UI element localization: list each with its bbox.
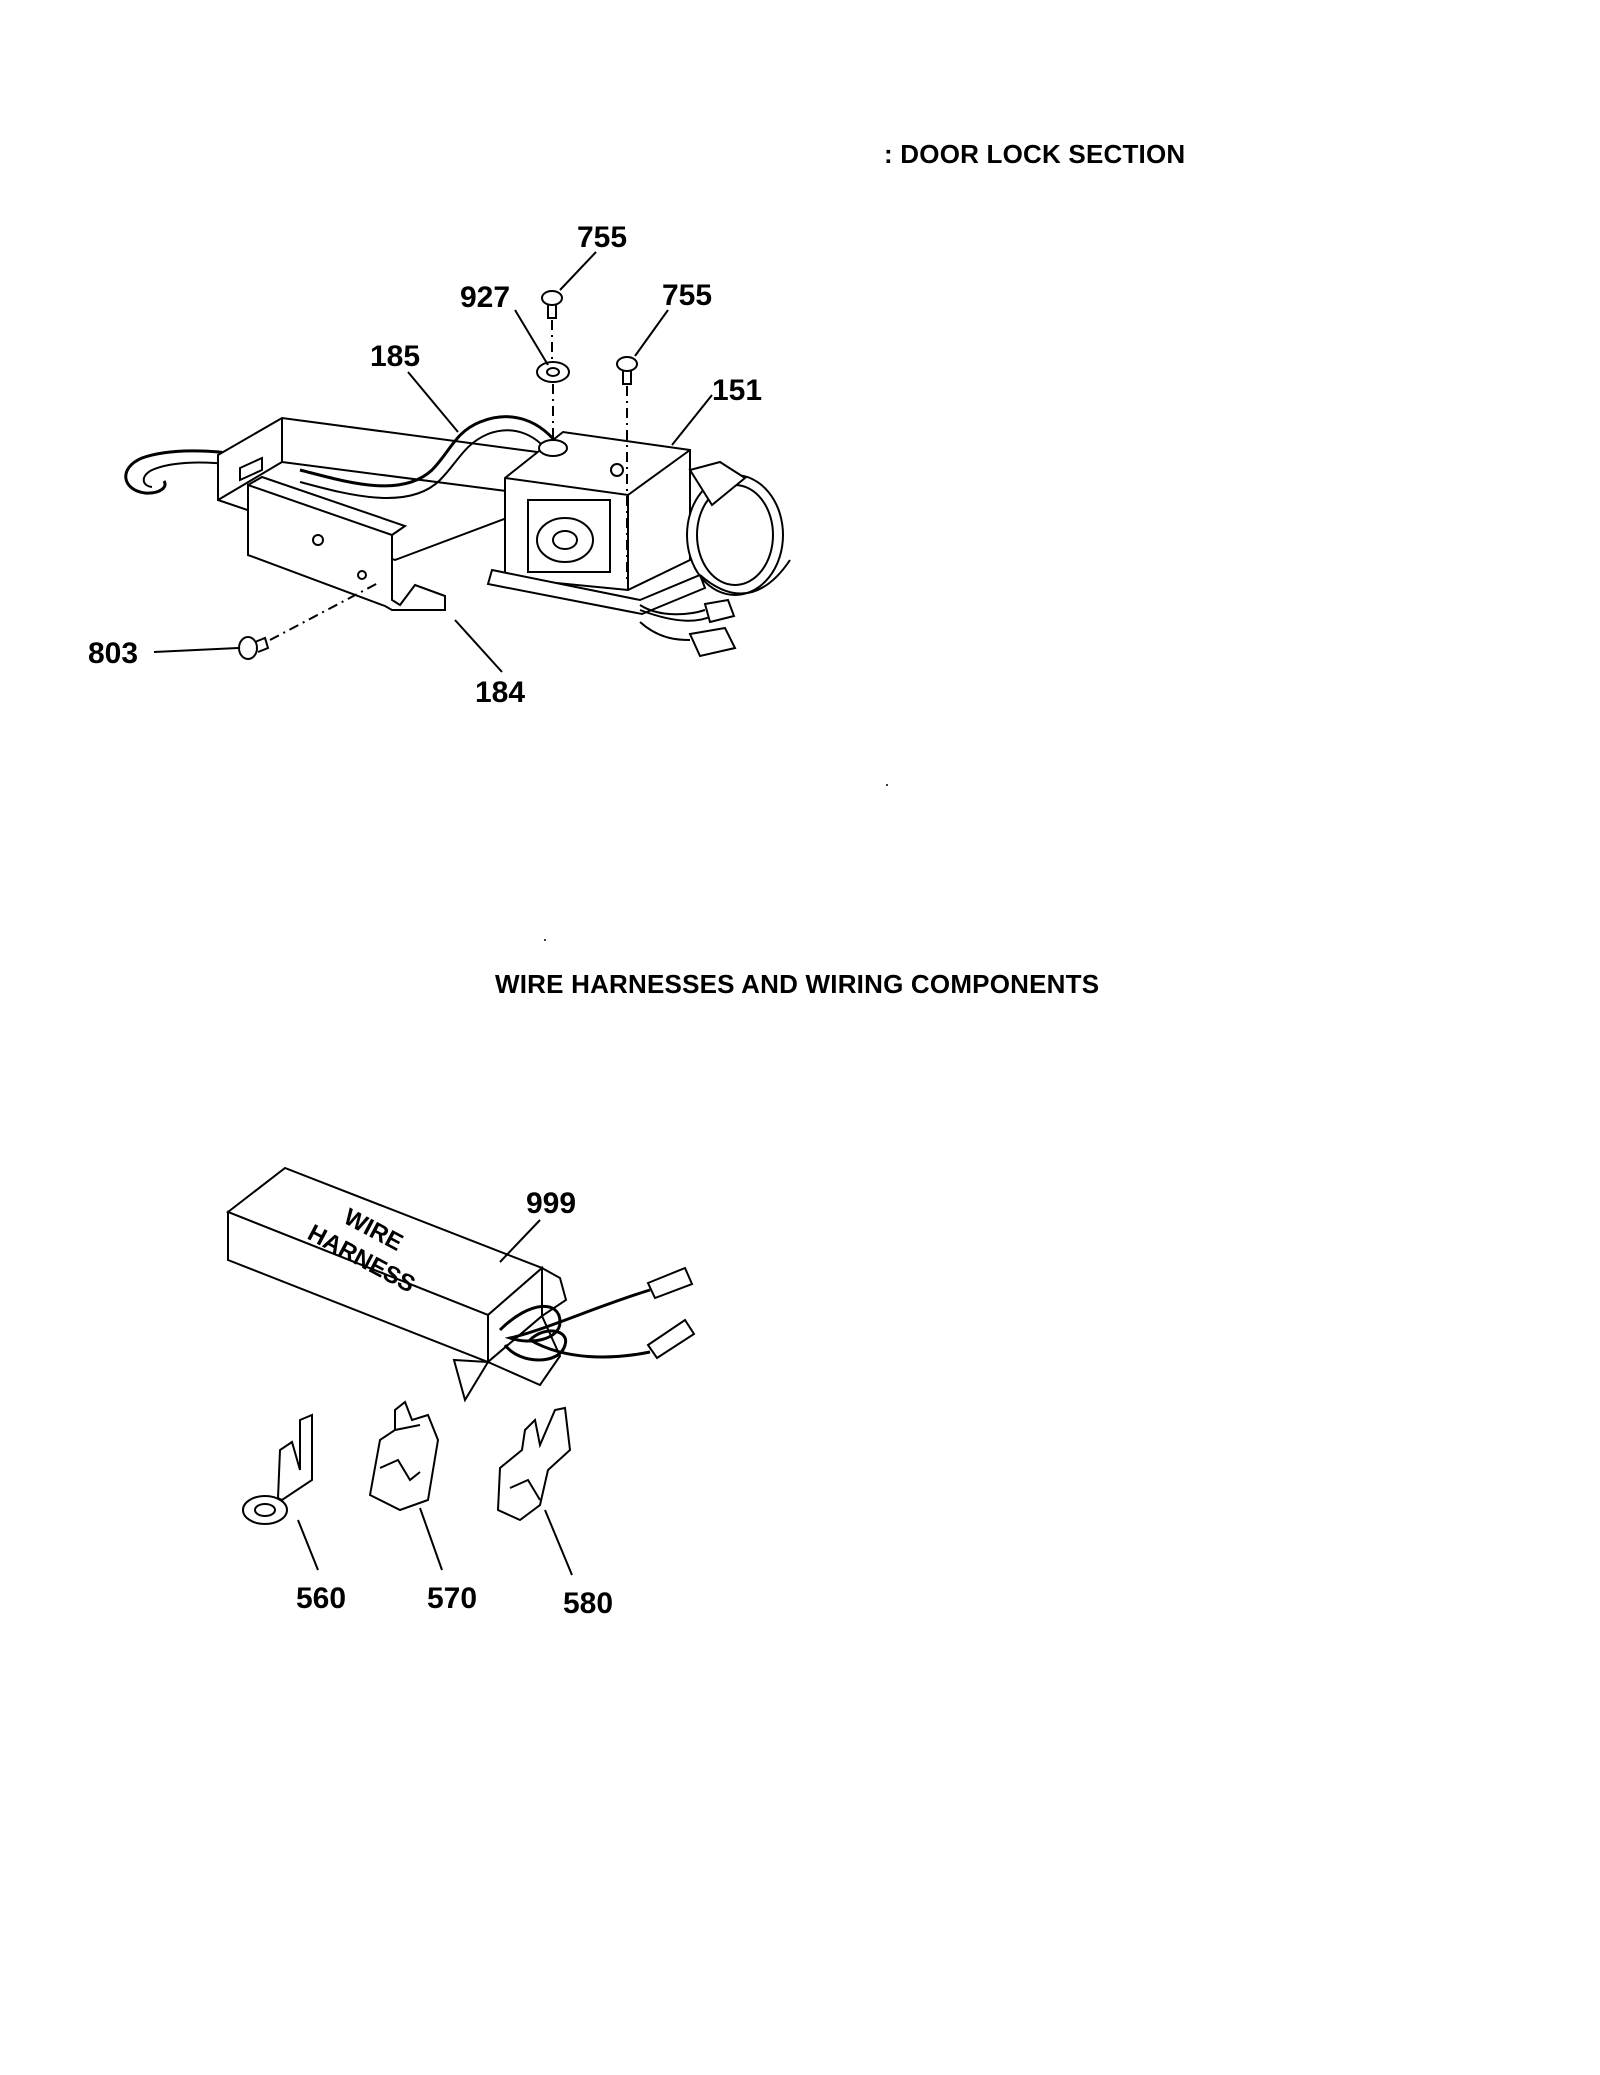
part-number-580: 580 (563, 1587, 613, 1620)
part-number-185: 185 (370, 340, 420, 373)
screw-755-right (616, 356, 638, 580)
part-number-999: 999 (526, 1187, 576, 1220)
leader-755-upper (559, 251, 597, 291)
harness-terminal-1 (646, 1266, 694, 1300)
part-number-755-upper: 755 (577, 221, 627, 254)
lock-wire-1 (699, 559, 791, 595)
part-number-803: 803 (88, 637, 138, 670)
harness-terminal-2 (646, 1318, 696, 1360)
box-flap-left (452, 1358, 490, 1403)
scan-speck (886, 784, 888, 786)
scan-speck (544, 939, 546, 941)
wire-harness-section-title: WIRE HARNESSES AND WIRING COMPONENTS (495, 969, 1100, 999)
door-lock-section-title: : DOOR LOCK SECTION (884, 139, 1185, 170)
washer-927 (536, 361, 570, 457)
wire-harness-assembly: WIRE HARNESS 999 (225, 1166, 696, 1403)
part-number-927: 927 (460, 281, 510, 314)
mounting-hole (312, 534, 324, 546)
part-number-151: 151 (712, 374, 762, 407)
door-lock-assembly: 755 927 755 185 151 803 184 (88, 221, 791, 709)
motor-gear (536, 517, 594, 563)
harness-wire-2 (503, 1329, 651, 1362)
part-number-560: 560 (296, 1582, 346, 1615)
leader-151 (671, 394, 713, 446)
title-bullet: : (884, 139, 901, 169)
leader-927 (514, 309, 549, 366)
leader-755-right (634, 309, 669, 357)
screw-803 (238, 581, 381, 660)
offset-rod (299, 415, 564, 488)
wire-connector-1 (703, 598, 736, 624)
latch-hook (124, 449, 239, 495)
wire-connector-2 (688, 626, 737, 658)
screw-755-upper (541, 290, 563, 360)
leader-803 (153, 647, 239, 653)
part-number-570: 570 (427, 1582, 477, 1615)
part-number-755-right: 755 (662, 279, 712, 312)
side-mounting-plate (247, 483, 446, 611)
leader-999 (499, 1219, 541, 1263)
terminal-580: 580 (496, 1406, 613, 1620)
leader-185 (407, 371, 459, 433)
door-lock-title-text: DOOR LOCK SECTION (900, 139, 1186, 169)
terminal-560: 560 (242, 1413, 346, 1615)
box-flap-top (541, 1266, 568, 1318)
screw-hole (357, 570, 367, 580)
switch-lever (688, 460, 747, 507)
lock-base-plate (486, 568, 707, 616)
leader-184 (454, 619, 503, 673)
part-number-184: 184 (475, 676, 525, 709)
terminal-570: 570 (368, 1400, 477, 1615)
